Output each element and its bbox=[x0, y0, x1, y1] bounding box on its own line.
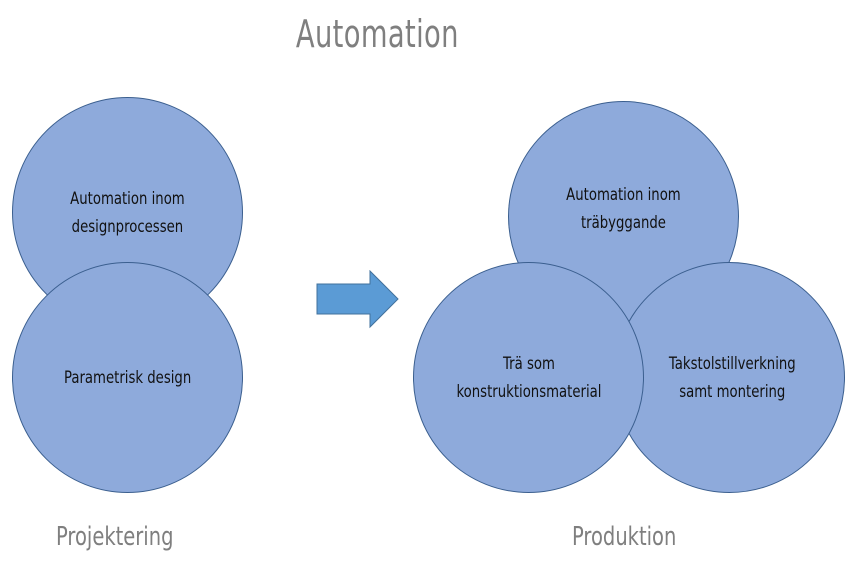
circle-parametric-design-label: Parametrisk design bbox=[63, 367, 192, 388]
circle-wood-material-label: Trä som konstruktionsmaterial bbox=[455, 353, 602, 402]
circle-truss-manufacturing-label: Takstolstillverkning samt montering bbox=[669, 353, 796, 402]
circle-design-automation-label: Automation inom designprocessen bbox=[70, 188, 185, 237]
circle-truss-manufacturing: Takstolstillverkning samt montering bbox=[614, 262, 845, 493]
section-label-produktion: Produktion bbox=[572, 522, 677, 552]
circle-wood-construction-automation-label: Automation inom träbyggande bbox=[566, 184, 681, 233]
section-label-projektering: Projektering bbox=[56, 522, 174, 552]
right-arrow-icon bbox=[316, 270, 399, 329]
diagram-title: Automation bbox=[295, 12, 459, 56]
circle-parametric-design: Parametrisk design bbox=[12, 262, 243, 493]
circle-wood-material: Trä som konstruktionsmaterial bbox=[413, 262, 644, 493]
